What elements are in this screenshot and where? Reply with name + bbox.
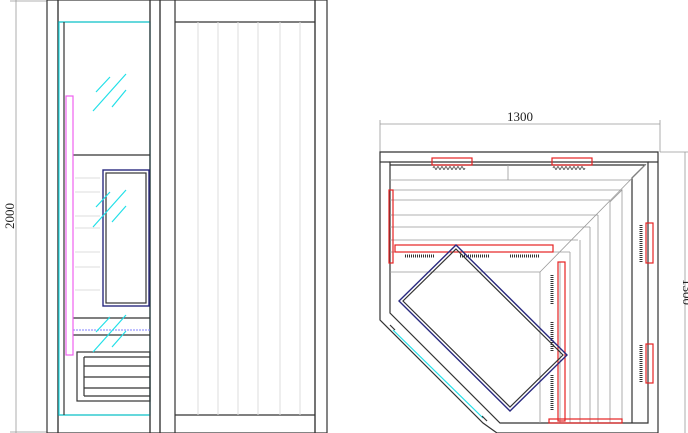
panel-boards [197, 22, 301, 415]
door-frame [57, 0, 151, 433]
glass-reflection-marks [92, 73, 127, 353]
glass-door[interactable] [389, 324, 488, 422]
left-post [46, 0, 59, 433]
infrared-heaters [388, 157, 654, 424]
width-dimension-line [379, 120, 661, 152]
door-swing-panel [398, 244, 568, 412]
bench-backrest [73, 154, 150, 336]
depth-dimension-label: 1300 [680, 279, 688, 305]
bench-tiers [390, 164, 647, 423]
height-dimension-label: 2000 [2, 203, 17, 229]
depth-dimension-line [660, 151, 688, 433]
door-handle[interactable] [65, 95, 74, 356]
vent-grille [76, 351, 151, 402]
plan-view: 1300 1300 [379, 109, 688, 433]
front-elevation: 2000 [2, 0, 328, 433]
middle-post [149, 0, 161, 433]
heater-panel [102, 169, 150, 307]
width-dimension-label: 1300 [507, 109, 533, 124]
right-post [314, 0, 328, 433]
heating-coils [405, 166, 643, 410]
height-dimension-line [10, 0, 47, 433]
